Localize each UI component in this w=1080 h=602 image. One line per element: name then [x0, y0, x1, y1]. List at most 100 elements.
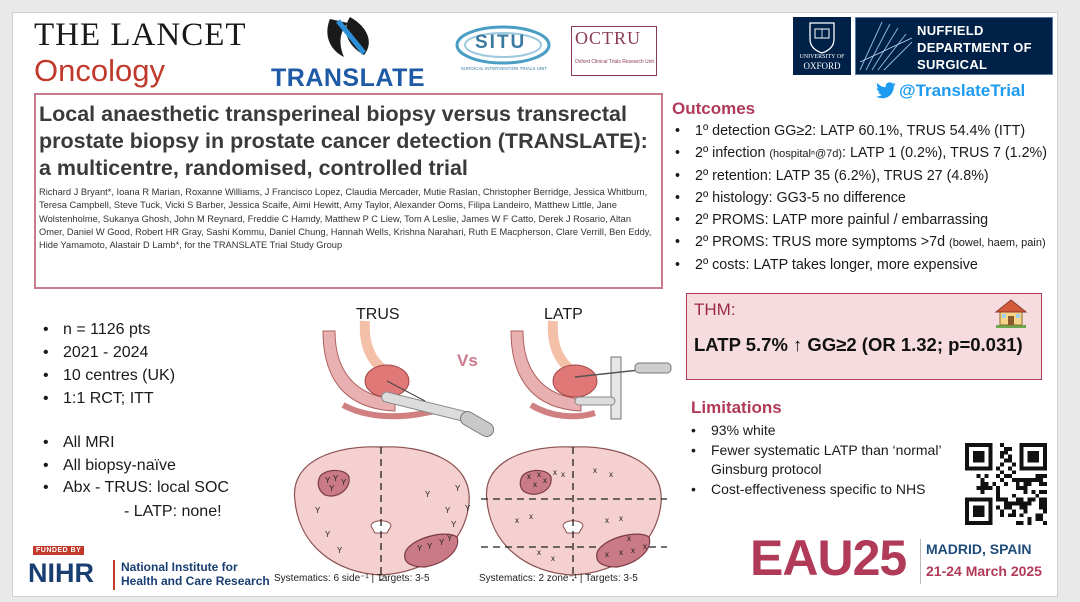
qr-module: [1004, 458, 1008, 463]
list-item: 1º detection GG≥2: LATP 60.1%, TRUS 54.4…: [675, 120, 1057, 142]
qr-module: [1043, 497, 1047, 502]
paper-citation-box: [34, 93, 663, 289]
qr-module: [1007, 458, 1012, 463]
qr-module: [1023, 509, 1028, 514]
qr-module: [976, 485, 981, 490]
outcomes-heading: Outcomes: [672, 99, 756, 118]
situ-logo-icon: [455, 25, 551, 65]
qr-module: [996, 505, 1001, 510]
biopsy-sample-mark: x: [643, 542, 647, 551]
list-item: 93% white: [691, 421, 951, 441]
qr-module: [976, 474, 981, 479]
qr-module: [1000, 454, 1005, 459]
biopsy-sample-mark: x: [561, 470, 565, 479]
trus-anatomy-illustration: [322, 320, 495, 438]
qr-module: [1023, 482, 1028, 486]
biopsy-sample-mark: x: [605, 550, 609, 559]
outcomes-list: 1º detection GG≥2: LATP 60.1%, TRUS 54.4…: [675, 120, 1057, 276]
qr-module: [1035, 517, 1040, 522]
qr-code-icon[interactable]: [965, 443, 1047, 525]
list-item: 2º retention: LATP 35 (6.2%), TRUS 27 (4…: [675, 165, 1057, 187]
qr-module: [1000, 497, 1005, 502]
qr-module: [1043, 505, 1047, 510]
qr-module: [1019, 478, 1024, 483]
qr-module: [1023, 489, 1028, 494]
eau-divider: [920, 539, 921, 584]
qr-module: [1031, 497, 1036, 502]
qr-module: [992, 482, 997, 486]
qr-module: [1039, 474, 1044, 479]
nihr-name-line-1: National Institute for: [121, 560, 238, 574]
biopsy-sample-mark: Y: [315, 506, 321, 515]
biopsy-sample-mark: x: [527, 472, 531, 481]
qr-module: [1015, 497, 1020, 502]
latp-caption: Systematics: 2 zone⁻¹ | Targets: 3-5: [479, 573, 638, 584]
qr-module: [1007, 446, 1012, 451]
qr-module: [1015, 482, 1020, 486]
qr-module: [1011, 470, 1016, 475]
qr-module: [1039, 482, 1044, 486]
list-item: 2021 - 2024: [43, 341, 175, 364]
qr-module: [1000, 513, 1005, 518]
qr-module: [1031, 489, 1036, 494]
qr-module: [1011, 509, 1016, 514]
biopsy-sample-mark: Y: [439, 538, 445, 547]
qr-module: [1039, 497, 1044, 502]
journal-subtitle: Oncology: [34, 53, 165, 88]
qr-module: [1039, 478, 1044, 483]
qr-module: [1039, 517, 1044, 522]
qr-module: [1027, 478, 1032, 483]
biopsy-sample-mark: Y: [445, 506, 451, 515]
qr-module: [996, 474, 1001, 479]
oxford-university-label: UNIVERSITY OF: [799, 54, 845, 60]
journal-title: THE LANCET: [34, 17, 247, 53]
trus-label: TRUS: [356, 306, 400, 323]
trial-facts-list: n = 1126 pts 2021 - 2024 10 centres (UK)…: [43, 318, 175, 410]
qr-module: [1043, 509, 1047, 514]
biopsy-sample-mark: x: [593, 466, 597, 475]
latp-anatomy-illustration: [510, 320, 672, 420]
qr-module: [1019, 497, 1024, 502]
qr-module: [1039, 505, 1044, 510]
biopsy-sample-mark: x: [543, 476, 547, 485]
biopsy-sample-mark: Y: [325, 530, 331, 539]
qr-module: [1027, 501, 1032, 506]
biopsy-sample-mark: Y: [333, 474, 339, 483]
biopsy-sample-mark: x: [619, 548, 623, 557]
qr-module: [1043, 482, 1047, 486]
octru-logo-text: OCTRU: [575, 28, 642, 48]
situ-subtitle: SURGICAL INTERVENTION TRIALS UNIT: [460, 66, 548, 71]
twitter-handle[interactable]: @TranslateTrial: [899, 81, 1026, 100]
eau25-logo: EAU25: [750, 530, 907, 586]
house-icon: [994, 299, 1028, 328]
biopsy-sample-mark: x: [529, 512, 533, 521]
qr-module: [1000, 450, 1005, 455]
biopsy-sample-mark: x: [533, 480, 537, 489]
biopsy-sample-mark: Y: [455, 484, 461, 493]
list-item: Abx - TRUS: local SOC: [43, 477, 229, 500]
biopsy-sample-mark: Y: [417, 544, 423, 553]
nuffield-line-2: DEPARTMENT OF: [917, 40, 1032, 55]
biopsy-sample-mark: x: [619, 514, 623, 523]
biopsy-sample-mark: x: [551, 554, 555, 563]
nihr-logo: NIHR: [28, 558, 94, 588]
list-item: 2º costs: LATP takes longer, more expens…: [675, 254, 1057, 276]
biopsy-sample-mark: Y: [447, 534, 453, 543]
list-item: 10 centres (UK): [43, 364, 175, 387]
list-item: n = 1126 pts: [43, 318, 175, 341]
biopsy-sample-mark: x: [605, 516, 609, 525]
biopsy-sample-mark: Y: [325, 476, 331, 485]
trus-caption: Systematics: 6 side⁻¹ | Targets: 3-5: [274, 573, 430, 584]
qr-module: [1015, 485, 1020, 490]
biopsy-sample-mark: Y: [337, 546, 343, 555]
nuffield-banner: [855, 17, 1053, 75]
qr-module: [1000, 462, 1005, 467]
qr-module: [1027, 517, 1032, 522]
limitations-heading: Limitations: [691, 398, 782, 417]
list-item: 2º histology: GG3-5 no difference: [675, 187, 1057, 209]
qr-module: [1000, 443, 1005, 447]
qr-module: [1039, 513, 1044, 518]
list-item: All biopsy-naïve: [43, 455, 229, 478]
